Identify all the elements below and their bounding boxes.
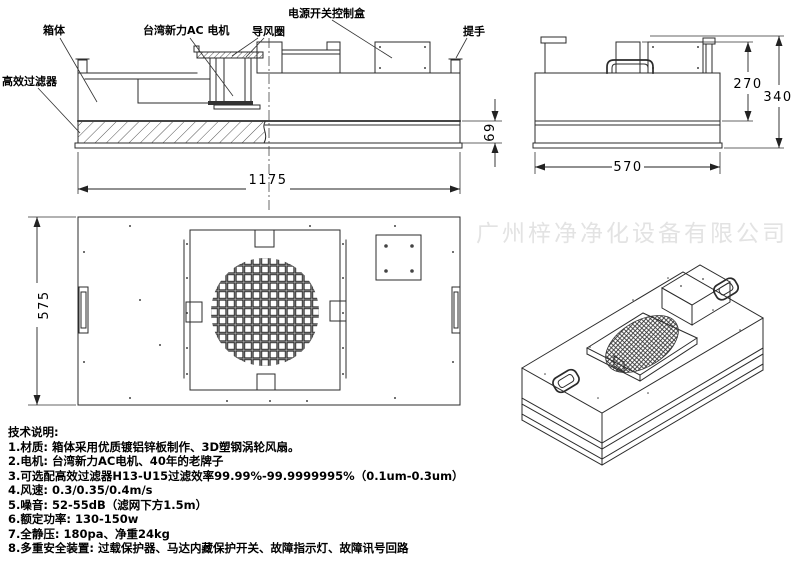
front-view (74, 38, 463, 213)
tech-note-line: 8.多重安全装置: 过载保护器、马达内藏保护开关、故障指示灯、故障讯号回路 (8, 541, 409, 555)
tech-note-line: 3.可选配高效过滤器H13-U15过滤效率99.99%-99.9999995%（… (8, 468, 464, 483)
tech-note-line: 5.噪音: 52-55dB（滤网下方1.5m） (8, 497, 208, 512)
label-cabinet: 箱体 (43, 23, 66, 37)
iso-left-handle (552, 368, 580, 394)
front-left-corner-cap (77, 59, 88, 74)
junction-plate (375, 234, 422, 281)
label-air-guide-ring: 导风圈 (252, 24, 285, 38)
label-power-switch-box: 电源开关控制盒 (288, 6, 366, 20)
svg-text:340: 340 (763, 90, 792, 105)
side-conduit-tube (702, 37, 716, 74)
svg-text:570: 570 (613, 160, 642, 175)
motor-top-cap (256, 41, 283, 74)
front-bottom-flange (74, 142, 463, 149)
plan-left-handle (78, 286, 89, 334)
air-guide-ring-section (193, 45, 264, 59)
dimension-69: 69 (462, 99, 502, 167)
label-handle: 提手 (463, 24, 485, 38)
tech-note-line: 2.电机: 台湾新力AC电机、40年的老牌子 (8, 454, 224, 468)
fan-frame (183, 229, 347, 391)
side-view (532, 36, 723, 149)
plan-view (77, 216, 461, 406)
iso-rivet-dots (544, 277, 741, 399)
tech-note-line: 6.额定功率: 130-150w (8, 512, 139, 526)
dimension-1175: 1175 (77, 152, 461, 194)
iso-right-handle (712, 277, 740, 301)
svg-text:1175: 1175 (248, 173, 287, 188)
iso-fan-grille (605, 315, 679, 373)
side-cable-bracket (540, 36, 567, 44)
label-hepa-filter: 高效过滤器 (2, 74, 58, 88)
tech-notes-title: 技术说明: (8, 425, 59, 439)
company-watermark: 广州梓净净化设备有限公司 (476, 221, 788, 247)
front-handle-end (450, 59, 461, 74)
motor-section (208, 57, 261, 110)
plan-rivet-dots (83, 225, 454, 402)
dimension-270: 270 (642, 41, 762, 122)
svg-text:270: 270 (733, 77, 762, 92)
label-motor: 台湾新力AC 电机 (143, 23, 229, 37)
side-bottom-flange (532, 142, 723, 149)
side-motor-cap (615, 41, 641, 74)
side-handle-loop (606, 59, 654, 74)
isometric-view (521, 264, 764, 466)
svg-text:69: 69 (483, 122, 498, 142)
plan-right-handle (451, 286, 461, 334)
tech-notes: 技术说明: 1.材质: 箱体采用优质镀铝锌板制作、3D塑钢涡轮风扇。 2.电机:… (8, 425, 464, 556)
tech-note-line: 7.全静压: 180pa、净重24kg (8, 526, 170, 541)
svg-text:575: 575 (37, 290, 52, 319)
iso-control-box (661, 264, 731, 326)
fan-grille (211, 258, 319, 366)
dimension-575: 575 (28, 216, 76, 406)
hepa-filter-section-hatch (78, 122, 265, 143)
tech-note-line: 1.材质: 箱体采用优质镀铝锌板制作、3D塑钢涡轮风扇。 (8, 439, 300, 454)
tech-note-line: 4.风速: 0.3/0.35/0.4m/s (8, 483, 153, 497)
power-control-box-side (647, 41, 704, 74)
dimension-570: 570 (534, 152, 721, 175)
power-control-box-front (374, 41, 431, 74)
dimension-340: 340 (650, 35, 792, 149)
callout-labels: 箱体 高效过滤器 台湾新力AC 电机 导风圈 电源开关控制盒 提手 (2, 6, 485, 134)
